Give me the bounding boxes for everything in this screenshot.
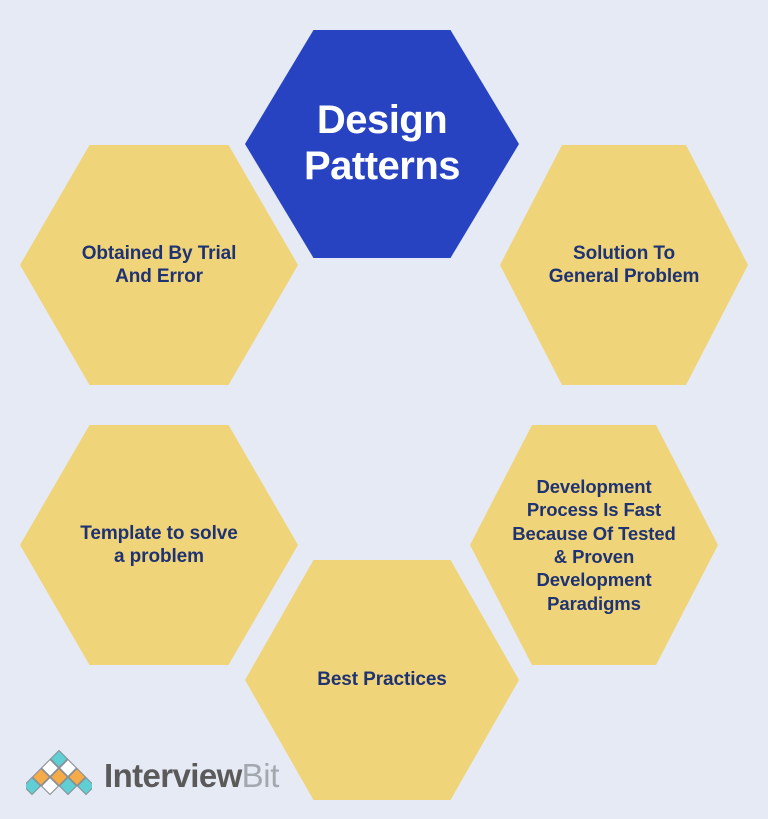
hex-node-obtained-by-trial-and-error: Obtained By Trial And Error [20,145,298,385]
hex-node-development-process-is-fast-label: Development Process Is Fast Because Of T… [512,476,676,614]
hex-node-best-practices-label: Best Practices [317,669,447,691]
hex-node-solution-to-general-problem-label: Solution To General Problem [548,242,700,287]
hex-node-template-to-solve-a-problem-label: Template to solve a problem [80,522,238,567]
interviewbit-diamond-pyramid-icon [26,750,92,796]
hex-node-best-practices: Best Practices [245,560,519,800]
hex-node-obtained-by-trial-and-error-label: Obtained By Trial And Error [81,242,237,287]
logo-word-interview: Interview [104,756,242,794]
hex-node-template-to-solve-a-problem: Template to solve a problem [20,425,298,665]
logo-word-bit: Bit [241,756,280,794]
hex-node-design-patterns-label: Design Patterns [303,98,461,188]
hex-node-solution-to-general-problem: Solution To General Problem [500,145,748,385]
hex-node-development-process-is-fast: Development Process Is Fast Because Of T… [470,425,718,665]
hex-node-design-patterns: Design Patterns [245,30,519,258]
